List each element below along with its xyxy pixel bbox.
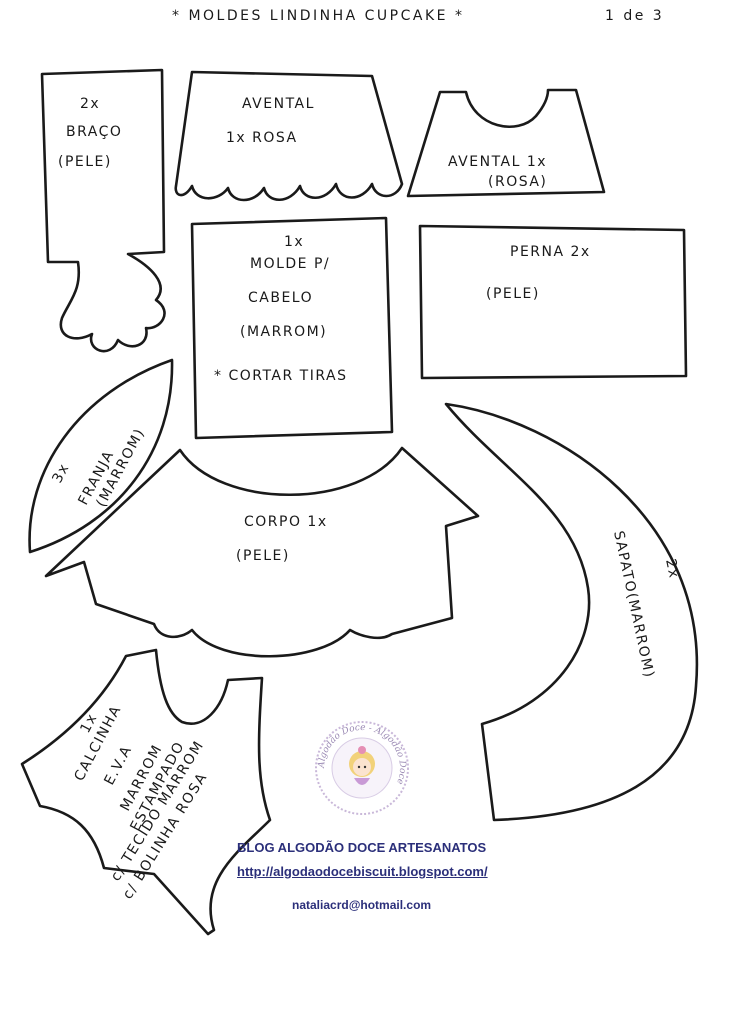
piece-calcinha: 1x CALCINHA E.V.A MARROM ESTAMPADO c/ TE… [20, 648, 272, 936]
perna-line1: PERNA 2x [510, 244, 591, 260]
avental-peito-line2: (ROSA) [488, 174, 547, 190]
blog-url-link[interactable]: http://algodaodocebiscuit.blogspot.com/ [237, 864, 488, 879]
contact-email[interactable]: nataliacrd@hotmail.com [292, 898, 432, 912]
cabelo-line1: 1x [284, 234, 304, 250]
cabelo-line3: CABELO [248, 290, 313, 306]
cabelo-line4: (MARROM) [240, 324, 327, 340]
piece-avental-peito: AVENTAL 1x (ROSA) [406, 88, 606, 198]
corpo-line1: CORPO 1x [244, 514, 328, 530]
piece-corpo: CORPO 1x (PELE) [44, 446, 480, 658]
piece-avental-saia: AVENTAL 1x ROSA [174, 70, 404, 202]
corpo-line2: (PELE) [236, 548, 290, 564]
sapato-line2: SAPATO(MARROM) [610, 530, 657, 681]
cabelo-line5: * CORTAR TIRAS [214, 368, 347, 384]
piece-cabelo: 1x MOLDE P/ CABELO (MARROM) * CORTAR TIR… [190, 216, 394, 440]
braco-qty: 2x [80, 96, 100, 112]
avental-saia-line1: AVENTAL [242, 96, 315, 112]
piece-sapato: 2x SAPATO(MARROM) [444, 402, 699, 822]
piece-braco: 2x BRAÇO (PELE) [40, 68, 166, 353]
sapato-line1: 2x [662, 558, 682, 581]
blog-name: BLOG ALGODÃO DOCE ARTESANATOS [237, 840, 487, 855]
franja-line1: 3x [49, 461, 73, 486]
avental-saia-line2: 1x ROSA [226, 130, 298, 146]
braco-name: BRAÇO [66, 124, 122, 140]
sheet-title: * MOLDES LINDINHA CUPCAKE * [172, 8, 464, 24]
page-number: 1 de 3 [605, 8, 664, 24]
algodao-doce-seal: Algodão Doce - Algodão Doce [315, 721, 409, 815]
cabelo-line2: MOLDE P/ [250, 256, 330, 272]
perna-line2: (PELE) [486, 286, 540, 302]
avental-peito-line1: AVENTAL 1x [448, 154, 547, 170]
braco-color: (PELE) [58, 154, 112, 170]
piece-perna: PERNA 2x (PELE) [418, 224, 688, 380]
